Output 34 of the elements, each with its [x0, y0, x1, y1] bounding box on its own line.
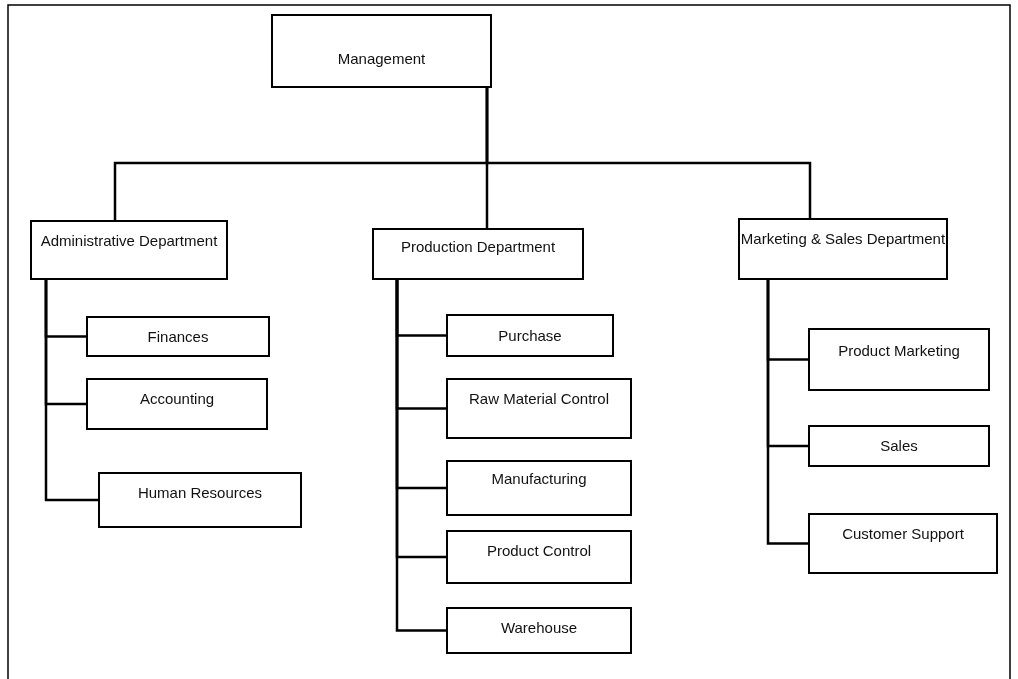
box-label: Human Resources — [136, 483, 264, 503]
org-box — [30, 220, 228, 280]
box-label: Warehouse — [499, 618, 579, 638]
box-label: Finances — [146, 327, 210, 347]
org-box — [372, 228, 584, 280]
org-box — [446, 378, 632, 439]
box-label: Customer Support — [841, 524, 965, 544]
org-box — [446, 607, 632, 654]
box-label: Purchase — [497, 326, 563, 346]
org-box — [86, 316, 270, 357]
box-label: Manufacturing — [490, 469, 588, 489]
org-box — [271, 14, 492, 88]
connector-line — [395, 280, 446, 632]
box-label: Product Control — [485, 541, 593, 561]
org-box — [808, 513, 998, 574]
box-label: Accounting — [138, 389, 216, 409]
org-box — [446, 530, 632, 584]
org-box — [808, 328, 990, 391]
box-label: Raw Material Control — [467, 389, 610, 409]
connector-line — [44, 280, 98, 502]
box-label: Management — [336, 49, 427, 69]
org-box — [446, 460, 632, 516]
box-label: Sales — [879, 436, 919, 456]
box-label: Administrative Department — [39, 231, 219, 251]
org-box — [446, 314, 614, 357]
box-label: Marketing & Sales Department — [740, 229, 946, 249]
org-box — [738, 218, 948, 280]
org-box — [86, 378, 268, 430]
org-box — [808, 425, 990, 467]
connector-line — [485, 88, 812, 218]
box-label: Production Department — [399, 237, 557, 257]
box-label: Product Marketing — [837, 341, 961, 361]
connector-line — [766, 280, 808, 545]
org-box — [98, 472, 302, 528]
